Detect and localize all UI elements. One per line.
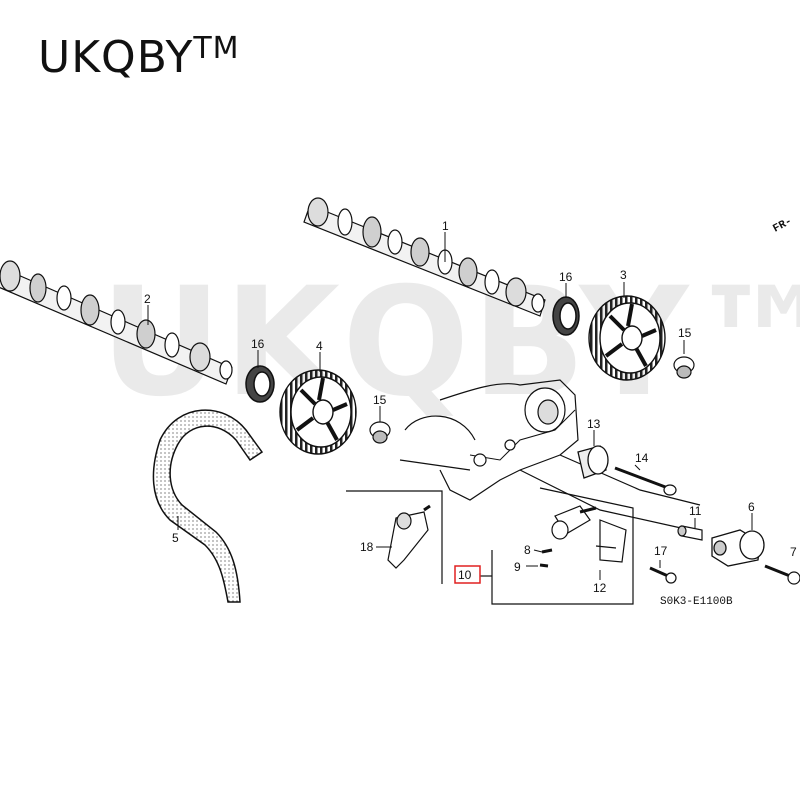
tensioner-6 — [711, 529, 765, 567]
callout-16-upper: 16 — [559, 270, 573, 284]
leader-lines — [147, 232, 753, 580]
callout-14: 14 — [635, 451, 649, 465]
brand-logo: UKQBYTM — [38, 34, 240, 80]
callout-11: 11 — [689, 504, 702, 518]
callout-9: 9 — [514, 560, 521, 574]
callout-10-highlight — [454, 565, 481, 584]
bolt-15-upper — [673, 356, 695, 379]
auto-tensioner-group — [480, 487, 634, 605]
trademark-mark: TM — [193, 31, 240, 66]
callout-16-lower: 16 — [251, 337, 265, 351]
idler-pulley-13 — [577, 445, 609, 479]
front-direction-label: FR- — [771, 216, 794, 236]
drawing-code: S0K3-E1100B — [660, 596, 733, 608]
camshaft-pulley-4 — [279, 369, 357, 455]
callout-8: 8 — [524, 543, 531, 557]
engine-housing — [399, 379, 701, 531]
callout-3: 3 — [620, 268, 627, 282]
callout-6: 6 — [748, 500, 755, 514]
callout-18: 18 — [360, 540, 374, 554]
callout-17: 17 — [654, 544, 668, 558]
callout-5: 5 — [172, 531, 179, 545]
callout-4: 4 — [316, 339, 323, 353]
brand-name: UKQBY — [38, 32, 194, 83]
camshaft-pulley-3 — [588, 295, 666, 381]
callout-15-upper: 15 — [678, 326, 692, 340]
bolt-17 — [649, 566, 677, 584]
bolt-15-lower — [369, 421, 391, 444]
callout-13: 13 — [587, 417, 601, 431]
callout-7: 7 — [790, 545, 797, 559]
camshaft-upper — [303, 197, 546, 317]
timing-belt — [152, 409, 264, 603]
tensioner-18-group — [346, 490, 443, 584]
bolt-14 — [614, 466, 677, 496]
oil-seal-upper — [552, 296, 580, 336]
bolt-7 — [764, 564, 800, 585]
collar-11 — [677, 525, 703, 541]
callout-2: 2 — [144, 292, 151, 306]
callout-12: 12 — [593, 581, 607, 595]
callout-1: 1 — [442, 219, 449, 233]
camshaft-lower — [0, 260, 233, 385]
callout-10: 10 — [458, 568, 472, 582]
oil-seal-lower — [245, 365, 275, 403]
callout-15-lower: 15 — [373, 393, 387, 407]
